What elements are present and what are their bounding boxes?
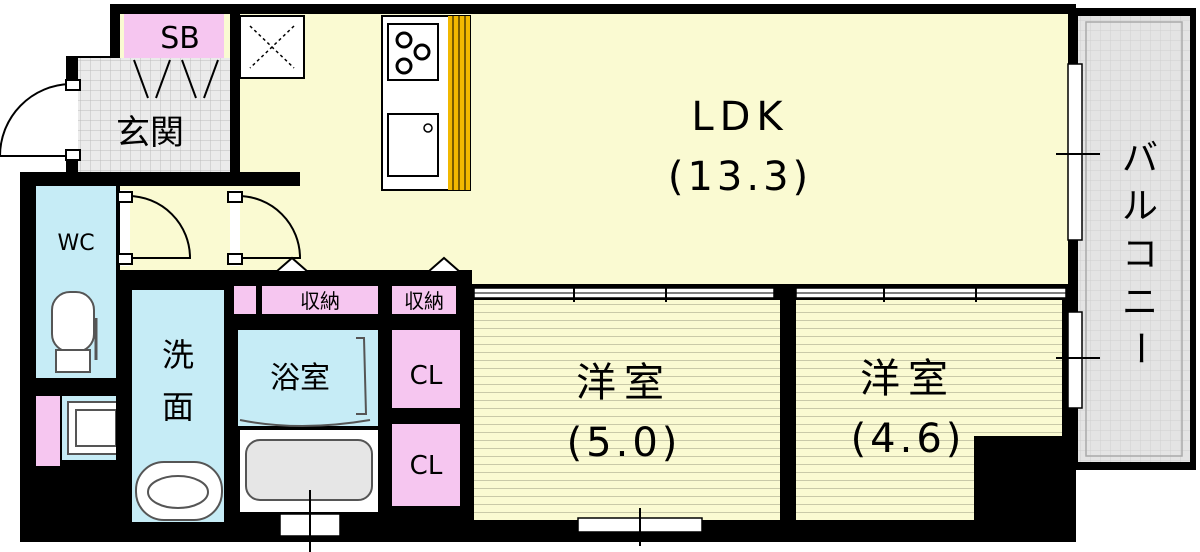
shoe-box [124,14,224,58]
shoe-box-doors[interactable] [133,59,219,99]
entrance-label: 玄関 [116,113,184,153]
entrance-floor [78,58,234,172]
kitchen-counter [381,15,471,191]
sliding-door-room-2[interactable] [795,284,1067,302]
western-room-1-size: (5.0) [567,420,682,466]
front-door[interactable] [0,79,81,161]
interior-walls [20,14,794,542]
shoe-box-label: SB [160,21,200,56]
storage-door-1[interactable] [273,256,311,273]
sink-icon [135,461,223,521]
balcony [1068,8,1196,470]
storage-2-label: 収納 [404,289,444,313]
linen-niche [36,396,60,466]
toilet-icon [51,291,98,373]
ldk-size: (13.3) [668,154,812,200]
western-room-1 [474,300,780,520]
closet-2-label: CL [410,451,443,481]
washing-machine-icon [67,401,125,455]
storage-door-2[interactable] [425,256,463,273]
balcony-char-5: ー [1119,330,1160,366]
toilet-room [36,186,116,378]
stove-icon [387,23,439,81]
ldk-label: LDK [691,94,788,140]
hallway-floor [120,190,300,270]
storage-row [228,286,456,314]
wc-door[interactable] [117,190,192,266]
balcony-char-4: ニ [1122,282,1158,323]
closets [392,330,486,506]
sliding-door-room-1[interactable] [473,284,775,302]
washroom [62,290,224,522]
western-room-1-label: 洋室 [576,360,672,406]
pipe-shaft [239,15,305,79]
balcony-label: バ ル コ ニ ー [1119,138,1160,366]
storage-1-label: 収納 [300,289,340,313]
windows [279,63,1100,552]
toilet-label: WC [57,231,94,256]
closet-1-label: CL [410,361,443,391]
bathroom [238,330,378,512]
western-room-2-size: (4.6) [851,416,966,462]
balcony-char-1: バ [1122,138,1158,179]
washroom-label-2: 面 [162,388,194,426]
washroom-door[interactable] [227,190,302,266]
bathroom-label: 浴室 [270,361,330,396]
kitchen-sink-icon [387,113,439,177]
western-room-2 [796,300,1068,530]
balcony-char-2: ル [1122,186,1158,227]
washroom-label-1: 洗 [162,336,194,374]
western-room-2-label: 洋室 [860,356,956,402]
balcony-char-3: コ [1122,234,1158,275]
